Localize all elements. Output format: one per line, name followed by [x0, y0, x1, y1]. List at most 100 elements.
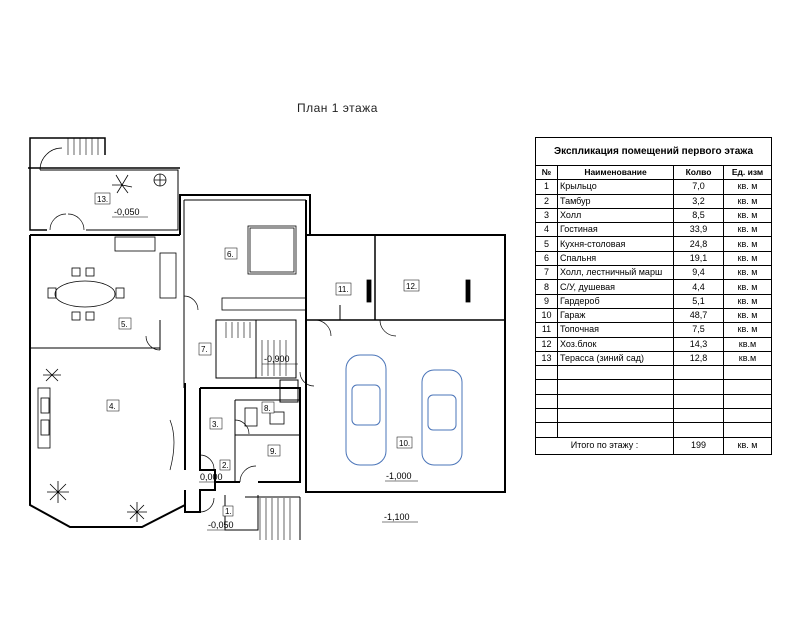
kitchen-counter [114, 236, 156, 252]
empty-cell [673, 408, 724, 424]
table-total-row: Итого по этажу : 199 кв. м [535, 436, 773, 455]
table-row-empty [535, 365, 773, 381]
room-number-6: 6. [227, 250, 234, 259]
row-number: 4 [535, 222, 558, 238]
row-unit: кв. м [722, 236, 773, 252]
dining-table [54, 280, 116, 308]
row-quantity: 14,3 [673, 336, 724, 352]
empty-cell [557, 379, 674, 395]
plan-title: План 1 этажа [297, 101, 378, 115]
room-number-4: 4. [109, 402, 116, 411]
row-name: Крыльцо [557, 179, 674, 195]
room-number-5: 5. [121, 320, 128, 329]
row-unit: кв. м [722, 322, 773, 338]
total-quantity: 199 [673, 436, 724, 455]
empty-cell [673, 393, 724, 410]
row-quantity: 24,8 [673, 236, 724, 252]
header-unit: Ед. изм [722, 164, 773, 181]
room-number-13: 13. [97, 195, 108, 204]
room-number-1: 1. [225, 507, 232, 516]
header-number: № [535, 164, 558, 181]
row-unit: кв. м [722, 279, 773, 295]
empty-cell [535, 422, 558, 438]
row-number: 8 [535, 279, 558, 295]
room-number-7: 7. [201, 345, 208, 354]
table-header-row: № Наименование Колво Ед. изм [535, 164, 773, 181]
elevation-ground: -1,100 [384, 512, 410, 522]
row-quantity: 12,8 [673, 350, 724, 367]
empty-cell [673, 365, 724, 381]
row-name: Тамбур [557, 193, 674, 209]
elevation-stair-hall: -0,900 [264, 354, 290, 364]
row-name: Кухня-столовая [557, 236, 674, 252]
row-name: Терасса (зиний сад) [557, 350, 674, 367]
empty-cell [557, 408, 674, 424]
table-row-empty [535, 422, 773, 438]
row-number: 13 [535, 350, 558, 367]
row-quantity: 19,1 [673, 250, 724, 267]
room-number-10: 10. [399, 439, 410, 448]
room-number-12: 12. [406, 282, 417, 291]
sofa [37, 387, 51, 449]
plants [43, 173, 167, 522]
row-number: 1 [535, 179, 558, 195]
row-number: 7 [535, 265, 558, 281]
row-number: 9 [535, 293, 558, 309]
row-unit: кв.м [722, 336, 773, 352]
row-name: Холл [557, 207, 674, 224]
header-quantity: Колво [673, 164, 724, 181]
empty-cell [535, 408, 558, 424]
table-row-empty [535, 393, 773, 410]
row-unit: кв. м [722, 307, 773, 324]
row-name: Гардероб [557, 293, 674, 309]
room-number-2: 2. [222, 461, 229, 470]
cars [345, 354, 463, 466]
row-name: Спальня [557, 250, 674, 267]
room-labels: 1. 2. 3. 4. 5. 6. 7. 8. 9. 10. 11. 12. 1… [94, 192, 420, 517]
row-unit: кв. м [722, 222, 773, 238]
row-unit: кв. м [722, 250, 773, 267]
row-name: Хоз.блок [557, 336, 674, 352]
row-name: Гостиная [557, 222, 674, 238]
empty-cell [557, 365, 674, 381]
empty-cell [557, 422, 674, 438]
empty-cell [722, 393, 773, 410]
stair-treads [67, 138, 291, 540]
row-quantity: 48,7 [673, 307, 724, 324]
empty-cell [535, 365, 558, 381]
room-number-3: 3. [212, 420, 219, 429]
total-label: Итого по этажу : [535, 436, 674, 455]
empty-cell [557, 393, 674, 410]
row-number: 3 [535, 207, 558, 224]
row-unit: кв. м [722, 207, 773, 224]
row-number: 2 [535, 193, 558, 209]
elevation-porch: -0,050 [208, 520, 234, 530]
elevation-marks: -0,050 -0,900 0,000 -0,050 -1,000 -1,100 [112, 207, 418, 531]
row-name: Топочная [557, 322, 674, 338]
wardrobe [221, 297, 307, 311]
empty-cell [722, 422, 773, 438]
row-unit: кв. м [722, 179, 773, 195]
empty-cell [722, 365, 773, 381]
elevation-garage: -1,000 [386, 471, 412, 481]
row-unit: кв. м [722, 265, 773, 281]
furniture [37, 225, 471, 449]
bed [249, 227, 295, 273]
room-number-9: 9. [270, 447, 277, 456]
row-unit: кв. м [722, 193, 773, 209]
row-name: Гараж [557, 307, 674, 324]
row-unit: кв. м [722, 293, 773, 309]
table-caption: Экспликация помещений первого этажа [534, 137, 773, 166]
row-number: 6 [535, 250, 558, 267]
